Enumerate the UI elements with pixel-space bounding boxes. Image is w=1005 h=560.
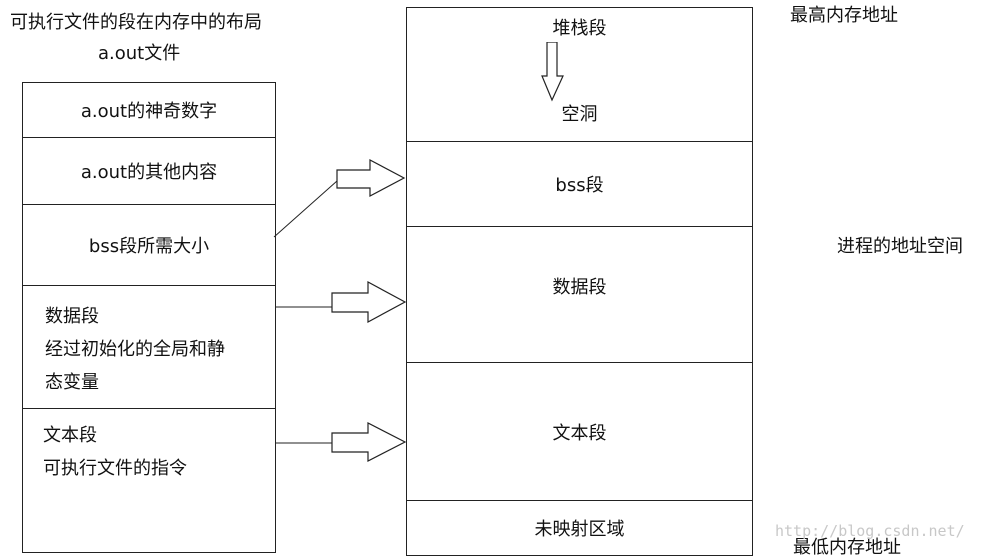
text-mapping-arrow-icon: [331, 422, 407, 462]
watermark: http://blog.csdn.net/: [775, 522, 965, 540]
aout-cell-data-line-1: 数据段: [45, 306, 99, 327]
aout-cell-text-line-2: 可执行文件的指令: [43, 458, 187, 479]
aout-cell-data-line-3: 态变量: [45, 372, 99, 393]
aout-cell-other-label: a.out的其他内容: [80, 162, 218, 183]
aout-cell-magic: a.out的神奇数字: [23, 83, 275, 137]
process-space-box: 堆栈段 空洞 bss段 数据段 文本段 未映射区域: [406, 7, 753, 556]
aout-file-box: a.out的神奇数字 a.out的其他内容 bss段所需大小 数据段 经过初始化…: [22, 82, 276, 553]
segment-text-label: 文本段: [552, 422, 607, 444]
aout-cell-magic-label: a.out的神奇数字: [80, 101, 218, 122]
segment-unmapped: 未映射区域: [407, 500, 752, 555]
left-title: 可执行文件的段在内存中的布局: [10, 12, 262, 33]
aout-cell-other: a.out的其他内容: [23, 137, 275, 204]
segment-stack-label: 堆栈段: [552, 18, 607, 39]
segment-data-label: 数据段: [552, 277, 607, 298]
segment-stack: 堆栈段 空洞: [407, 8, 752, 141]
left-subtitle: a.out文件: [98, 43, 181, 64]
aout-cell-data: 数据段 经过初始化的全局和静 态变量: [23, 285, 275, 408]
segment-bss-label: bss段: [555, 175, 604, 196]
segment-text: 文本段: [407, 362, 752, 500]
segment-unmapped-label: 未映射区域: [534, 519, 625, 540]
bss-mapping-arrow-icon: [336, 159, 406, 197]
aout-cell-text: 文本段 可执行文件的指令: [23, 408, 275, 552]
aout-cell-bss-size: bss段所需大小: [23, 204, 275, 285]
process-space-label: 进程的地址空间: [837, 236, 963, 257]
lowest-address-label: 最低内存地址: [793, 537, 901, 558]
data-mapping-arrow-icon: [331, 280, 407, 324]
aout-cell-bss-size-label: bss段所需大小: [88, 236, 210, 257]
aout-cell-text-line-1: 文本段: [43, 425, 97, 446]
segment-data: 数据段: [407, 226, 752, 362]
segment-hole-label: 空洞: [561, 104, 598, 125]
stack-grows-down-arrow-icon: [541, 42, 564, 102]
highest-address-label: 最高内存地址: [790, 5, 898, 26]
bss-connector-line: [273, 180, 338, 238]
segment-bss: bss段: [407, 141, 752, 226]
aout-cell-data-line-2: 经过初始化的全局和静: [45, 339, 225, 360]
